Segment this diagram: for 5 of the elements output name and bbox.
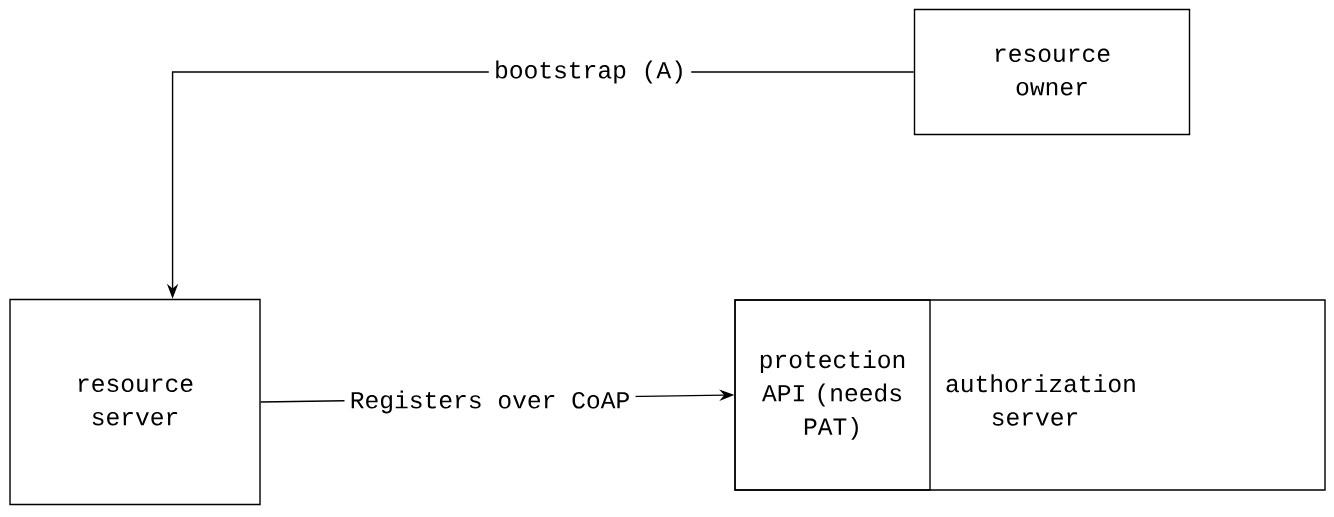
api-box: protection API (needs PAT) — [734, 299, 931, 491]
server-box: resource server — [9, 298, 261, 506]
owner-box: resource owner — [913, 8, 1191, 136]
edge-label: Registers over CoAP — [344, 385, 636, 419]
edge-label: bootstrap (A) — [488, 55, 692, 89]
